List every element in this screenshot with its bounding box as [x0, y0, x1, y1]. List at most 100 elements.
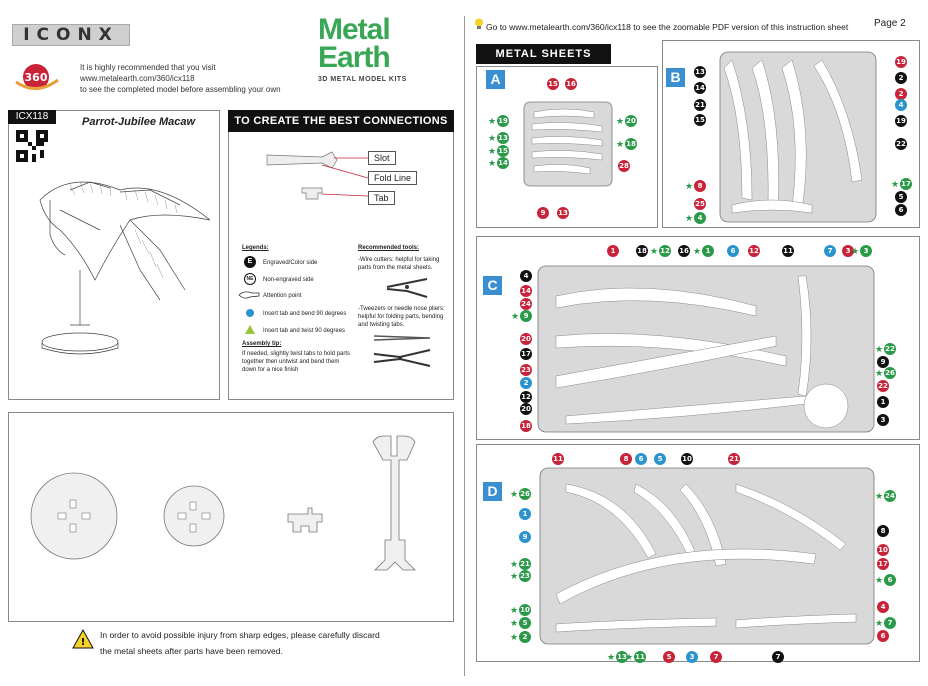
- warning-line: the metal sheets after parts have been r…: [100, 646, 283, 656]
- goto-link[interactable]: Go to www.metalearth.com/360/icx118 to s…: [486, 22, 849, 32]
- base-disc-part: [163, 485, 225, 547]
- legend-attention: Attention point: [263, 293, 302, 299]
- svg-text:!: !: [81, 637, 86, 648]
- tab-label: Tab: [368, 191, 395, 205]
- assembly-tip-text: If needed, slightly twist tabs to hold p…: [242, 351, 351, 373]
- non-engraved-icon: NE: [244, 273, 256, 285]
- part-number-marker: 28: [618, 160, 630, 172]
- part-number-marker: 10: [877, 544, 889, 556]
- part-number-marker: 13: [694, 66, 706, 78]
- part-number-marker: 25: [694, 198, 706, 210]
- star-icon: ★: [510, 571, 519, 581]
- part-number-marker: 26: [884, 367, 896, 379]
- part-number-marker: 8: [877, 525, 889, 537]
- part-number-marker: 22: [884, 343, 896, 355]
- part-number-marker: 17: [900, 178, 912, 190]
- part-number-marker: 17: [520, 348, 532, 360]
- sheet-a-drawing: [523, 101, 613, 187]
- part-number-marker: 4: [877, 601, 889, 613]
- part-number-marker: 5: [654, 453, 666, 465]
- part-number-marker: 18: [625, 138, 637, 150]
- part-number-marker: 23: [519, 570, 531, 582]
- part-number-marker: 4: [520, 270, 532, 282]
- part-number-marker: 12: [659, 245, 671, 257]
- tool-wire-cutters: -Wire cutters: helpful for taking parts …: [358, 257, 440, 271]
- part-number-marker: 5: [663, 651, 675, 663]
- star-icon: ★: [891, 179, 900, 189]
- part-number-marker: 14: [520, 285, 532, 297]
- part-number-marker: 17: [877, 558, 889, 570]
- legends-title: Legends:: [242, 245, 269, 251]
- model-code: ICX118: [8, 110, 56, 124]
- part-number-marker: 12: [520, 391, 532, 403]
- star-icon: ★: [510, 605, 519, 615]
- star-icon: ★: [488, 158, 497, 168]
- part-number-marker: 11: [552, 453, 564, 465]
- part-number-marker: 11: [782, 245, 794, 257]
- sheet-b-drawing: [719, 51, 877, 223]
- part-number-marker: 13: [557, 207, 569, 219]
- fold-line-label: Fold Line: [368, 171, 418, 185]
- view-360-icon: 360: [14, 62, 72, 92]
- part-number-marker: 1: [877, 396, 889, 408]
- logo-line1: Metal: [318, 13, 391, 46]
- part-number-marker: 6: [635, 453, 647, 465]
- metal-earth-logo: Metal Earth 3D METAL MODEL KITS: [318, 13, 418, 84]
- qr-code[interactable]: [16, 130, 48, 162]
- connector-part: [287, 507, 323, 533]
- legend-engraved: Engraved/Color side: [263, 260, 318, 266]
- model-name: Parrot-Jubilee Macaw: [82, 116, 196, 128]
- warning-text: In order to avoid possible injury from s…: [100, 627, 380, 659]
- part-number-marker: 2: [895, 88, 907, 100]
- tool-tweezers: -Tweezers or needle nose pliers: helpful…: [358, 306, 445, 328]
- part-number-marker: 6: [877, 630, 889, 642]
- star-icon: ★: [625, 652, 634, 662]
- connections-title: TO CREATE THE BEST CONNECTIONS: [228, 110, 454, 132]
- warning-line: In order to avoid possible injury from s…: [100, 630, 380, 640]
- sheet-c-panel: [476, 236, 920, 440]
- part-number-marker: 12: [748, 245, 760, 257]
- part-number-marker: 10: [681, 453, 693, 465]
- part-number-marker: 14: [694, 82, 706, 94]
- legend-non-engraved: Non-engraved side: [263, 277, 314, 283]
- star-icon: ★: [685, 213, 694, 223]
- star-icon: ★: [607, 652, 616, 662]
- pliers-icon: [373, 349, 431, 367]
- sheet-b-panel: [662, 40, 920, 228]
- part-number-marker: 13: [616, 651, 628, 663]
- part-number-marker: 19: [895, 115, 907, 127]
- star-icon: ★: [511, 311, 520, 321]
- brand-logo: ICONX: [12, 24, 130, 46]
- logo-tagline: 3D METAL MODEL KITS: [318, 76, 407, 83]
- warning-icon: !: [72, 629, 94, 649]
- part-number-marker: 4: [694, 212, 706, 224]
- base-parts-panel: [8, 412, 454, 622]
- tweezers-icon: [373, 335, 431, 341]
- part-number-marker: 3: [860, 245, 872, 257]
- slot-label: Slot: [368, 151, 396, 165]
- part-number-marker: 7: [884, 617, 896, 629]
- part-number-marker: 2: [895, 72, 907, 84]
- part-number-marker: 4: [895, 99, 907, 111]
- star-icon: ★: [693, 246, 702, 256]
- sheet-c-letter: C: [483, 276, 502, 295]
- engraved-icon: E: [244, 256, 256, 268]
- star-icon: ★: [488, 133, 497, 143]
- star-icon: ★: [616, 116, 625, 126]
- bend-90-icon: [246, 309, 254, 317]
- recommend-url[interactable]: www.metalearth.com/360/icx118: [80, 74, 195, 83]
- part-number-marker: 24: [520, 298, 532, 310]
- part-number-marker: 21: [694, 99, 706, 111]
- part-number-marker: 16: [565, 78, 577, 90]
- part-number-marker: 22: [895, 138, 907, 150]
- connection-diagram: [266, 151, 369, 200]
- part-number-marker: 24: [884, 490, 896, 502]
- part-number-marker: 1: [702, 245, 714, 257]
- part-number-marker: 8: [620, 453, 632, 465]
- part-number-marker: 1: [519, 508, 531, 520]
- star-icon: ★: [488, 116, 497, 126]
- part-number-marker: 15: [694, 114, 706, 126]
- part-number-marker: 5: [519, 617, 531, 629]
- legend-bend: Insert tab and bend 90 degrees: [263, 311, 347, 317]
- part-number-marker: 11: [634, 651, 646, 663]
